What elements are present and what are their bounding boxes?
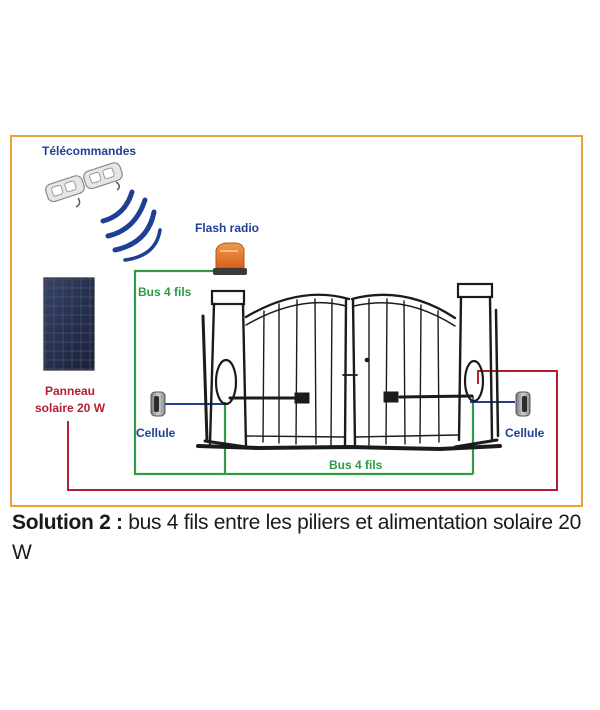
bus-4-wire-cable — [133, 269, 475, 476]
caption-text: bus 4 fils entre les piliers et alimenta… — [12, 511, 582, 564]
flash-radio-icon — [213, 242, 247, 275]
left-photocell-icon — [150, 391, 166, 417]
solar-panel-label-line2: solaire 20 W — [35, 401, 106, 415]
diagram-frame — [10, 135, 583, 507]
bus-bottom-label: Bus 4 fils — [329, 458, 383, 472]
radio-waves-icon — [100, 189, 162, 262]
solar-panel-icon — [43, 277, 95, 371]
right-cell-label: Cellule — [505, 426, 545, 440]
remote-controls-icon — [45, 162, 123, 208]
caption-prefix: Solution 2 : — [12, 511, 123, 534]
right-photocell-icon — [515, 391, 531, 417]
gate-installation-diagram: Télécommandes Flash radio Bus 4 fils Bus… — [10, 135, 583, 507]
figure-caption: Solution 2 : bus 4 fils entre les pilier… — [12, 508, 592, 568]
solar-power-cable — [67, 370, 558, 491]
left-cell-label: Cellule — [136, 426, 176, 440]
solar-panel-label-line1: Panneau — [45, 384, 95, 398]
flash-radio-label: Flash radio — [195, 221, 259, 235]
gate-sketch — [196, 282, 502, 452]
remotes-label: Télécommandes — [42, 144, 136, 158]
bus-top-label: Bus 4 fils — [138, 285, 192, 299]
